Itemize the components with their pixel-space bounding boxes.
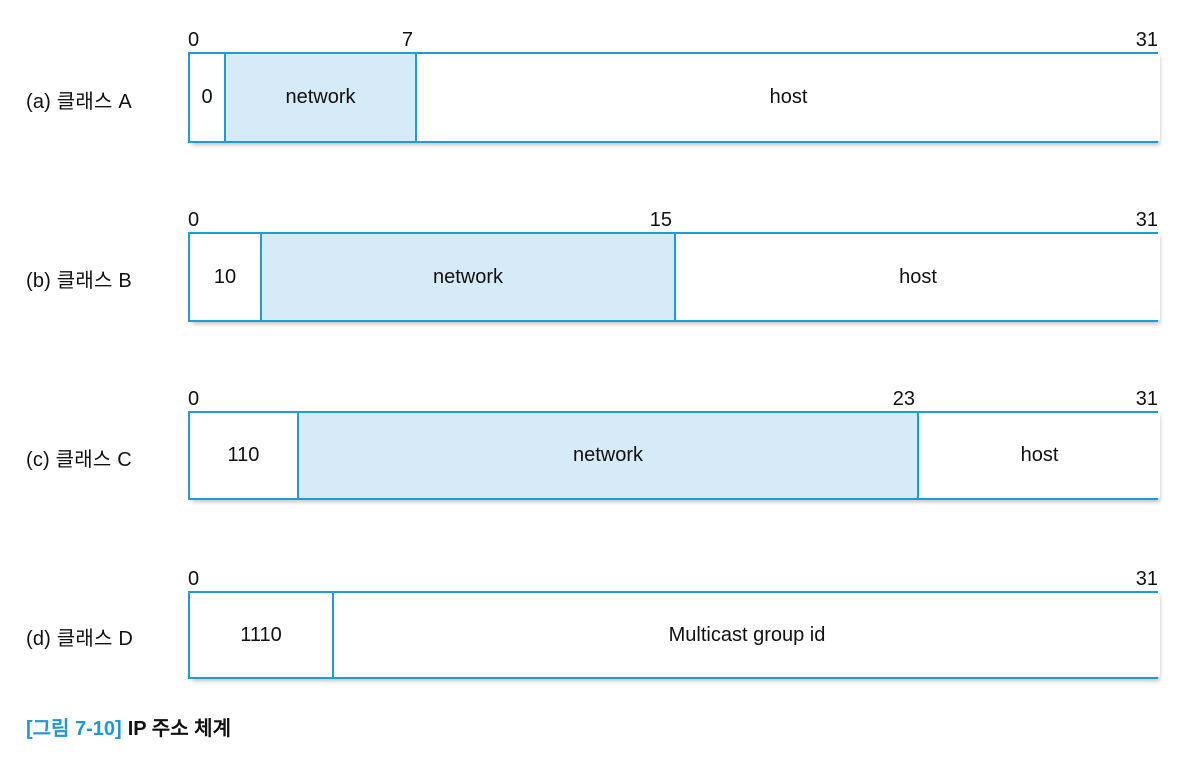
bit-tick-label: 31	[1135, 29, 1158, 51]
bit-tick-label: 31	[1135, 388, 1158, 410]
bit-tick-label: 0	[188, 29, 200, 51]
address-field-segment: 10	[190, 234, 260, 320]
address-field-segment: host	[917, 413, 1160, 498]
bit-tick-label: 31	[1135, 209, 1158, 231]
figure-caption-number: [그림 7-10]	[26, 718, 122, 740]
bit-tick-label: 0	[188, 388, 200, 410]
bit-tick-label: 0	[188, 209, 200, 231]
bit-tick-label: 7	[401, 29, 413, 51]
bit-tick-label: 31	[1135, 568, 1158, 590]
address-field-segment: 0	[190, 54, 224, 141]
address-field-segment: network	[224, 54, 415, 141]
bit-tick-label: 0	[188, 568, 200, 590]
bit-tick-label: 15	[649, 209, 672, 231]
class-label: (b) 클래스 B	[26, 270, 132, 292]
address-field-segment: host	[415, 54, 1160, 141]
bit-position-ruler: 0 15 31	[188, 202, 1158, 230]
class-label: (d) 클래스 D	[26, 628, 133, 650]
bit-position-ruler: 0 31	[188, 561, 1158, 589]
figure-caption: [그림 7-10]IP 주소 체계	[26, 712, 231, 741]
bit-tick-label: 23	[892, 388, 915, 410]
class-label: (a) 클래스 A	[26, 90, 132, 113]
address-field-segment: Multicast group id	[332, 593, 1160, 677]
bit-position-ruler: 0 7 31	[188, 22, 1158, 50]
address-field-segment: network	[260, 234, 674, 320]
bit-position-ruler: 0 23 31	[188, 381, 1158, 409]
figure-caption-text: IP 주소 체계	[127, 718, 231, 740]
class-label: (c) 클래스 C	[26, 448, 132, 471]
address-field-segment: network	[297, 413, 917, 498]
address-field-segment: 110	[190, 413, 297, 498]
address-field-segment: 1110	[190, 593, 332, 677]
address-field-segment: host	[674, 234, 1160, 320]
